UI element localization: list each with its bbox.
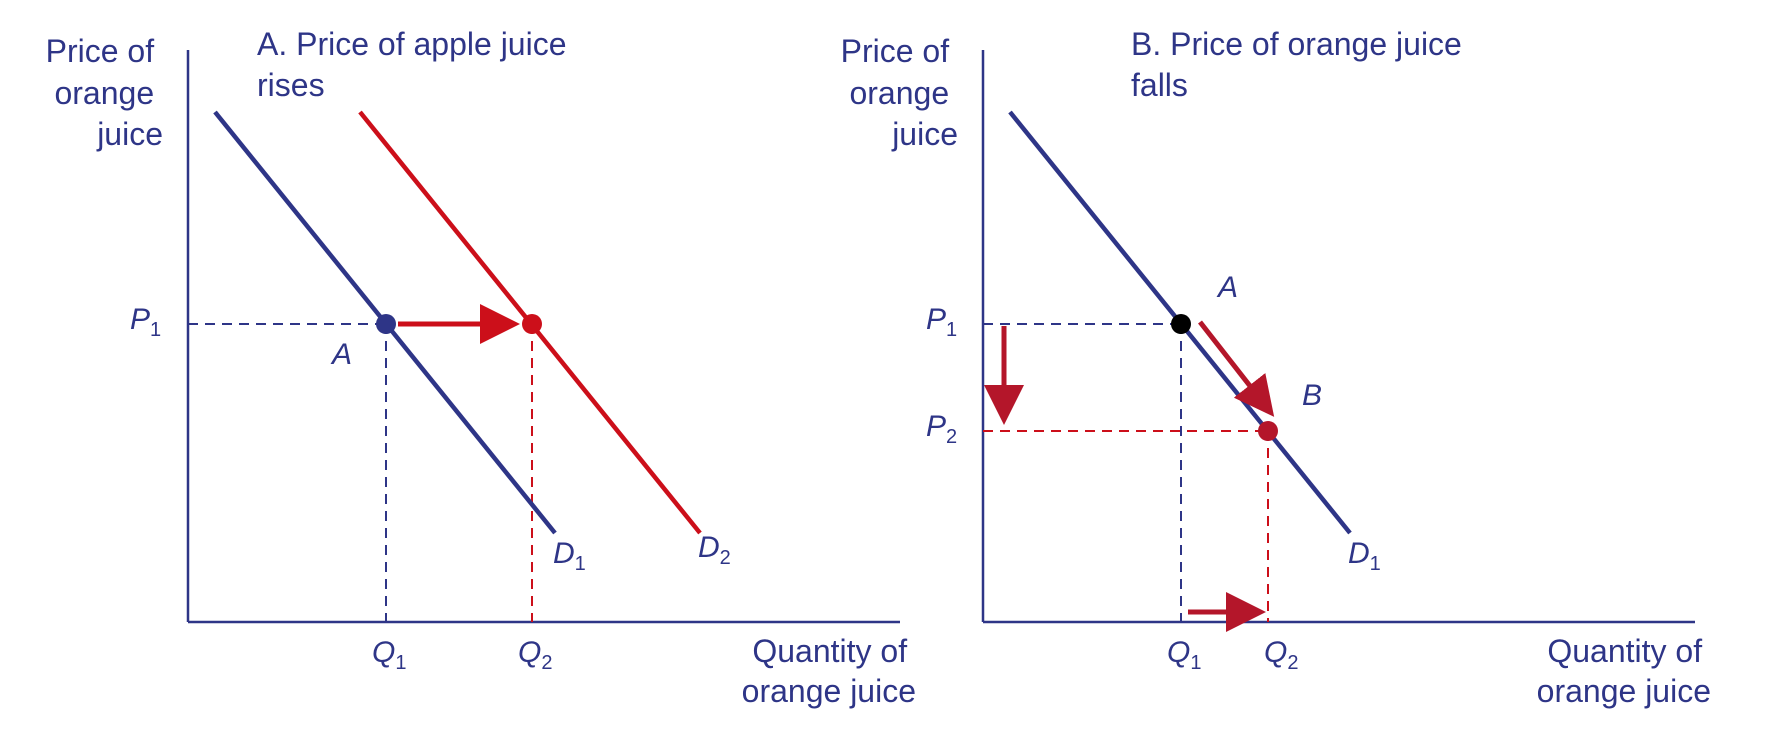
panel-a-point-new: [522, 314, 542, 334]
panel-a-p1-label: P1: [130, 303, 161, 341]
panel-b-point-a-label: A: [1216, 271, 1238, 304]
panel-a: Price of orange juice A. Price of apple …: [46, 26, 916, 709]
panel-b-movement-arrow: [1198, 320, 1275, 417]
panel-b-x-axis-label: Quantity of orange juice: [1537, 633, 1711, 709]
panel-b-p1-label: P1: [926, 303, 957, 341]
panel-b-point-a: [1171, 314, 1191, 334]
panel-b-title: B. Price of orange juice falls: [1131, 26, 1471, 103]
panel-a-point-a-label: A: [330, 338, 352, 371]
panel-b-point-b: [1258, 421, 1278, 441]
panel-a-q2-label: Q2: [518, 636, 552, 674]
panel-b-y-axis-label: Price of orange juice: [841, 33, 958, 152]
panel-b-p2-label: P2: [926, 410, 957, 448]
panel-b-point-b-label: B: [1302, 379, 1322, 412]
panel-a-d2-label: D2: [698, 531, 731, 569]
panel-a-q1-label: Q1: [372, 636, 406, 674]
panel-a-d1-label: D1: [553, 537, 586, 575]
panel-a-x-axis-label: Quantity of orange juice: [742, 633, 916, 709]
panel-a-point-a: [376, 314, 396, 334]
panel-b-d1-label: D1: [1348, 537, 1381, 575]
panel-a-title: A. Price of apple juice rises: [257, 26, 575, 103]
panel-b: Price of orange juice B. Price of orange…: [841, 26, 1711, 709]
panel-b-q2-label: Q2: [1264, 636, 1298, 674]
panel-a-y-axis-label: Price of orange juice: [46, 33, 163, 152]
panel-b-q1-label: Q1: [1167, 636, 1201, 674]
